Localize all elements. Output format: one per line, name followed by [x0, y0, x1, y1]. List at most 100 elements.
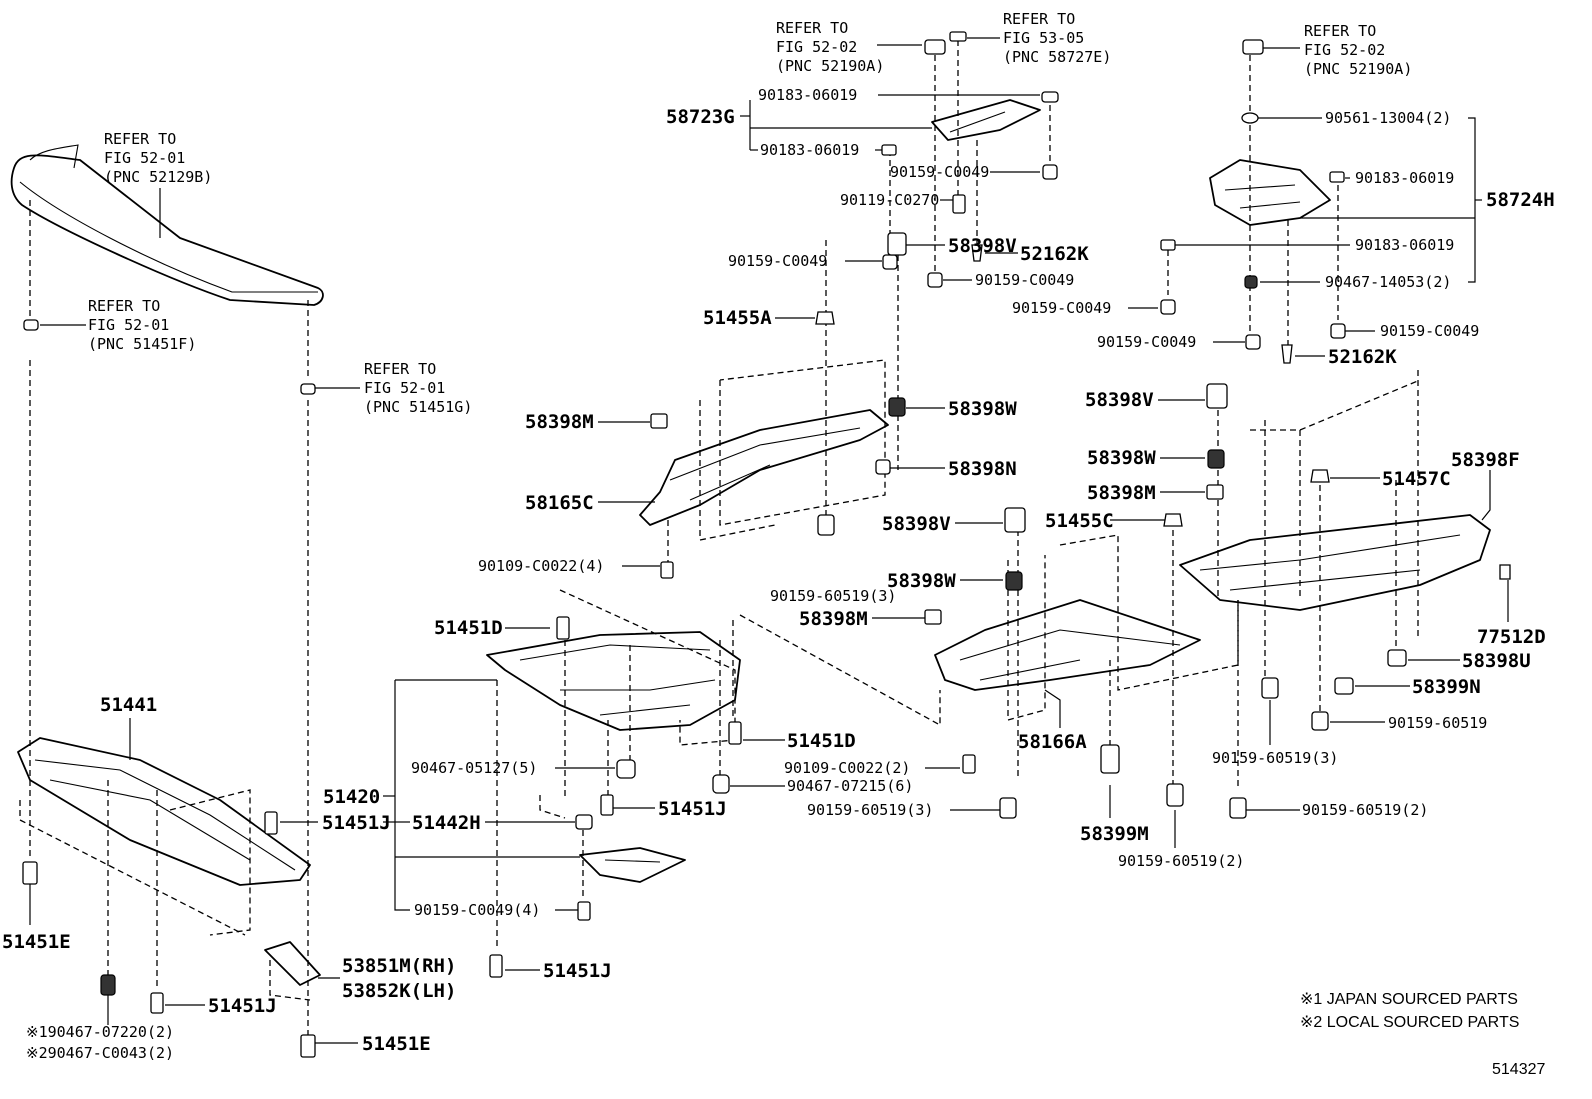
clip-58398m-b-icon	[1206, 484, 1224, 500]
bolt-51451d-icon	[556, 616, 570, 640]
svg-text:(PNC 52129B): (PNC 52129B)	[104, 168, 212, 186]
part-label: 90159-60519(3)	[1212, 749, 1338, 767]
refer-line: FIG 52-01	[88, 316, 169, 334]
svg-text:(PNC 51451F): (PNC 51451F)	[88, 335, 196, 353]
clip-58398u-icon	[1387, 649, 1407, 667]
part-label: 58398M	[525, 411, 594, 433]
svg-text:(PNC 51451G): (PNC 51451G)	[364, 398, 472, 416]
part-label: ※290467-C0043(2)	[26, 1044, 174, 1062]
part-label: 90109-C0022(2)	[784, 759, 910, 777]
refer-label-58727e: REFER TO FIG 53-05 (PNC 58727E)	[1003, 10, 1111, 66]
part-label: 53852K(LH)	[342, 980, 456, 1002]
refer-line: REFER TO	[88, 297, 160, 315]
part-label: 90159-C0049	[1012, 299, 1111, 317]
clip-52190a-icon	[924, 39, 946, 55]
bolt-90159-d-icon	[1160, 299, 1176, 315]
part-label: 90159-C0049	[728, 252, 827, 270]
svg-text:FIG 52-02: FIG 52-02	[776, 38, 857, 56]
part-label: 90159-60519(3)	[807, 801, 933, 819]
refer-line: (PNC 52129B)	[104, 168, 212, 186]
clip-52190a-2-icon	[1242, 39, 1264, 55]
svg-text:FIG 52-01: FIG 52-01	[104, 149, 185, 167]
washer-90561-icon	[1241, 112, 1259, 124]
part-label: 90183-06019	[758, 86, 857, 104]
nut-90183-c-icon	[1329, 171, 1345, 183]
refer-label-52190a-right: REFER TO FIG 52-02 (PNC 52190A)	[1304, 22, 1412, 78]
part-label: 51451D	[434, 617, 503, 639]
bolt-90109-b-icon	[962, 754, 976, 774]
bracket-58723g-part	[931, 99, 1041, 141]
svg-text:(PNC 58727E): (PNC 58727E)	[1003, 48, 1111, 66]
plate-51442h-part	[579, 847, 686, 883]
leader-lines	[29, 37, 1509, 1044]
part-label: 90159-60519	[1388, 714, 1487, 732]
clip-58399m-icon	[1100, 744, 1120, 774]
part-label: 58398F	[1451, 449, 1520, 471]
clip-77512d-icon	[1499, 564, 1511, 580]
part-label: 51451J	[543, 960, 612, 982]
bolt-90159-60519-icon	[817, 514, 835, 536]
refer-label-51451f: REFER TO FIG 52-01 (PNC 51451F)	[88, 297, 196, 353]
bolt-51451d-b-icon	[728, 721, 742, 745]
nut-90467-icon	[1244, 275, 1258, 289]
refer-label-52129b: REFER TO FIG 52-01 (PNC 52129B)	[104, 130, 212, 186]
grommet-58398w-c-icon	[1005, 571, 1023, 591]
figure-id: 514327	[1492, 1061, 1545, 1078]
svg-text:FIG 52-01: FIG 52-01	[364, 379, 445, 397]
cover-58165c-part	[639, 409, 889, 526]
part-label: 58724H	[1486, 189, 1555, 211]
part-label: 51455C	[1045, 510, 1114, 532]
bolt-51451e-b-icon	[300, 1034, 316, 1058]
refer-line: FIG 52-02	[776, 38, 857, 56]
bolt-51451e-icon	[22, 861, 38, 885]
part-label: 51451J	[658, 798, 727, 820]
bolt-90159-c0049-4-icon	[577, 901, 591, 921]
refer-line: FIG 53-05	[1003, 29, 1084, 47]
part-label: 51420	[323, 786, 380, 808]
part-label: 90183-06019	[1355, 236, 1454, 254]
svg-text:REFER TO: REFER TO	[88, 297, 160, 315]
svg-text:REFER TO: REFER TO	[1003, 10, 1075, 28]
bolt-90159-60519-f-icon	[1166, 783, 1184, 807]
grommet-58398w-b-icon	[1207, 449, 1225, 469]
part-label: 90467-05127(5)	[411, 759, 537, 777]
part-label: 90159-C0049	[975, 271, 1074, 289]
part-label: ※190467-07220(2)	[26, 1023, 174, 1041]
part-label: 51457C	[1382, 468, 1451, 490]
part-label: 58723G	[666, 106, 735, 128]
part-label: 90159-60519(2)	[1302, 801, 1428, 819]
clip-52162k-b-icon	[1281, 344, 1293, 364]
clip-58399n-icon	[1334, 677, 1354, 695]
part-label: 52162K	[1328, 346, 1397, 368]
refer-line: FIG 52-01	[104, 149, 185, 167]
part-label: 58398V	[1085, 389, 1154, 411]
part-labels: 58723G 90183-06019 90183-06019 90159-C00…	[2, 86, 1555, 1062]
part-label: 90183-06019	[760, 141, 859, 159]
clip-51457c-icon	[1310, 469, 1330, 483]
part-label: 58398M	[799, 608, 868, 630]
svg-text:FIG 52-01: FIG 52-01	[88, 316, 169, 334]
part-label: 90159-60519(2)	[1118, 852, 1244, 870]
grommet-58398v-icon	[887, 232, 907, 256]
nut-90183-b-icon	[881, 144, 897, 156]
clip-58398m-c-icon	[924, 609, 942, 625]
clip-58398n-icon	[875, 459, 891, 475]
refer-line: REFER TO	[1304, 22, 1376, 40]
part-label: 58165C	[525, 492, 594, 514]
bolt-51451j-b-icon	[264, 811, 278, 835]
part-label: 90119-C0270	[840, 191, 939, 209]
part-label: 51451J	[208, 995, 277, 1017]
clip-51455c-icon	[1163, 513, 1183, 527]
bolt-90159-60519-d-icon	[1229, 797, 1247, 819]
nut-90183-d-icon	[1160, 239, 1176, 251]
svg-text:(PNC 52190A): (PNC 52190A)	[1304, 60, 1412, 78]
refer-line: REFER TO	[104, 130, 176, 148]
clip-51442h-icon	[575, 814, 593, 830]
bracket-58724h-part	[1209, 159, 1331, 226]
grommet-58398v-c-icon	[1004, 507, 1026, 533]
refer-line: FIG 52-01	[364, 379, 445, 397]
refer-line: (PNC 58727E)	[1003, 48, 1111, 66]
bolt-51451j-icon	[600, 794, 614, 816]
part-label: 90159-60519(3)	[770, 587, 896, 605]
svg-text:REFER TO: REFER TO	[364, 360, 436, 378]
